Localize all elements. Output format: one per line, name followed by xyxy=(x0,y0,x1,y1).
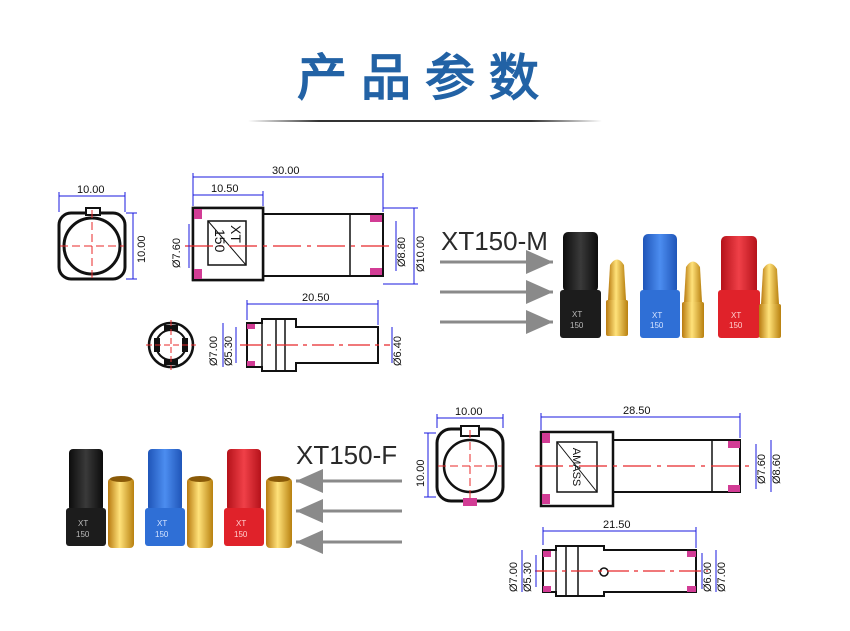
female-side-marking: AMASS xyxy=(570,448,582,487)
gold-pin-icon xyxy=(606,259,628,336)
connector-black-icon: XT 150 xyxy=(66,449,106,546)
svg-text:150: 150 xyxy=(570,321,584,330)
gold-socket-icon xyxy=(108,476,134,548)
male-pin-dia-a: Ø7.00 xyxy=(208,336,220,366)
female-socket-dia-b: Ø5.30 xyxy=(522,562,534,592)
svg-text:XT: XT xyxy=(236,519,246,528)
male-pin-dia-b: Ø5.30 xyxy=(223,336,235,366)
female-dia-b-dim: Ø8.60 xyxy=(771,454,783,484)
male-dia-left-dim: Ø7.60 xyxy=(171,238,183,268)
female-socket-dia-c: Ø6.00 xyxy=(702,562,714,592)
male-housing-marking: XT 150 xyxy=(212,225,244,253)
svg-text:XT: XT xyxy=(572,310,582,319)
svg-text:XT: XT xyxy=(228,225,244,243)
male-pin-dia-c: Ø6.40 xyxy=(392,336,404,366)
svg-text:XT: XT xyxy=(157,519,167,528)
svg-text:XT: XT xyxy=(652,311,662,320)
connector-red-icon: XT 150 xyxy=(718,236,760,338)
page-title: 产品参数 xyxy=(297,49,553,107)
male-side-view xyxy=(185,173,418,285)
male-connectors: XT 150 XT 150 XT 150 xyxy=(560,232,781,338)
svg-text:150: 150 xyxy=(729,321,743,330)
male-end-width-dim: 10.00 xyxy=(77,184,105,196)
title-underline xyxy=(248,120,602,122)
male-pin-side-view xyxy=(222,300,393,372)
male-pin-end-view xyxy=(146,320,196,370)
connector-red-icon: XT 150 xyxy=(224,449,264,546)
male-housing-length-dim: 10.50 xyxy=(211,183,239,195)
female-socket-dia-a: Ø7.00 xyxy=(508,562,520,592)
male-end-view xyxy=(57,192,137,282)
gold-pin-icon xyxy=(759,263,781,338)
gold-socket-icon xyxy=(187,476,213,548)
female-socket-length-dim: 21.50 xyxy=(603,519,631,531)
female-connectors: XT 150 XT 150 XT 150 xyxy=(66,449,292,548)
svg-text:150: 150 xyxy=(155,530,169,539)
male-arrows xyxy=(440,250,553,334)
gold-pin-icon xyxy=(682,261,704,338)
gold-socket-icon xyxy=(266,476,292,548)
female-dia-a-dim: Ø7.60 xyxy=(756,454,768,484)
svg-text:150: 150 xyxy=(76,530,90,539)
female-overall-length-dim: 28.50 xyxy=(623,405,651,417)
female-end-view xyxy=(424,414,505,506)
female-socket-side-view xyxy=(521,527,717,597)
connector-blue-icon: XT 150 xyxy=(640,234,680,338)
female-socket-dia-d: Ø7.00 xyxy=(716,562,728,592)
female-arrows xyxy=(296,469,402,554)
svg-text:XT: XT xyxy=(731,311,741,320)
male-end-height-dim: 10.00 xyxy=(136,235,148,263)
female-side-view xyxy=(535,413,772,508)
female-model-label: XT150-F xyxy=(296,440,398,470)
connector-blue-icon: XT 150 xyxy=(145,449,185,546)
male-overall-length-dim: 30.00 xyxy=(272,165,300,177)
female-end-width-dim: 10.00 xyxy=(455,406,483,418)
svg-text:XT: XT xyxy=(78,519,88,528)
svg-text:150: 150 xyxy=(650,321,664,330)
male-dia-mid-dim: Ø8.80 xyxy=(396,237,408,267)
svg-text:150: 150 xyxy=(212,229,228,253)
male-pin-length-dim: 20.50 xyxy=(302,292,330,304)
connector-black-icon: XT 150 xyxy=(560,232,601,338)
male-dia-right-dim: Ø10.00 xyxy=(415,236,427,272)
female-end-height-dim: 10.00 xyxy=(415,459,427,487)
svg-text:150: 150 xyxy=(234,530,248,539)
